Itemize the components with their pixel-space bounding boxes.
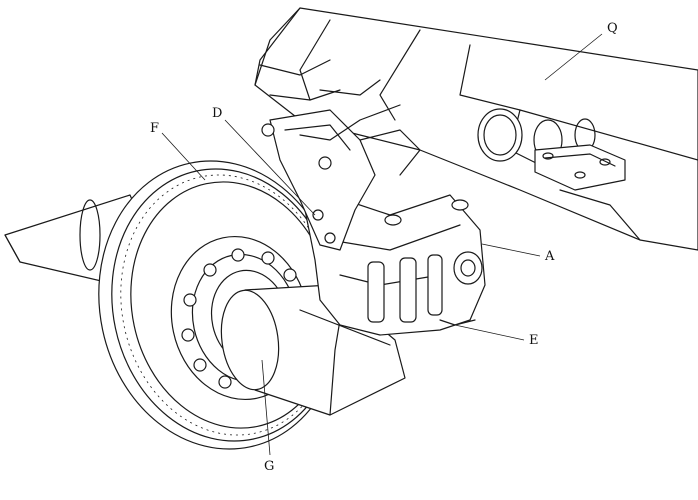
leader-g: [261, 359, 271, 456]
label-e: E: [529, 333, 539, 348]
leader-lines: [161, 33, 603, 456]
leader-e: [454, 324, 525, 341]
caliper-bracket: [261, 104, 421, 251]
label-g: G: [264, 459, 274, 474]
leader-d: [224, 119, 316, 216]
part-labels: Q D F A E G: [150, 21, 618, 474]
axle-beam: [254, 7, 698, 251]
caliper: [304, 194, 486, 336]
hub-bolts: [181, 248, 297, 389]
leader-f: [161, 132, 206, 181]
leader-q: [544, 33, 603, 81]
label-q: Q: [607, 21, 618, 36]
label-f: F: [150, 121, 159, 136]
leader-a: [481, 243, 541, 257]
label-d: D: [212, 106, 222, 121]
label-a: A: [544, 249, 555, 264]
